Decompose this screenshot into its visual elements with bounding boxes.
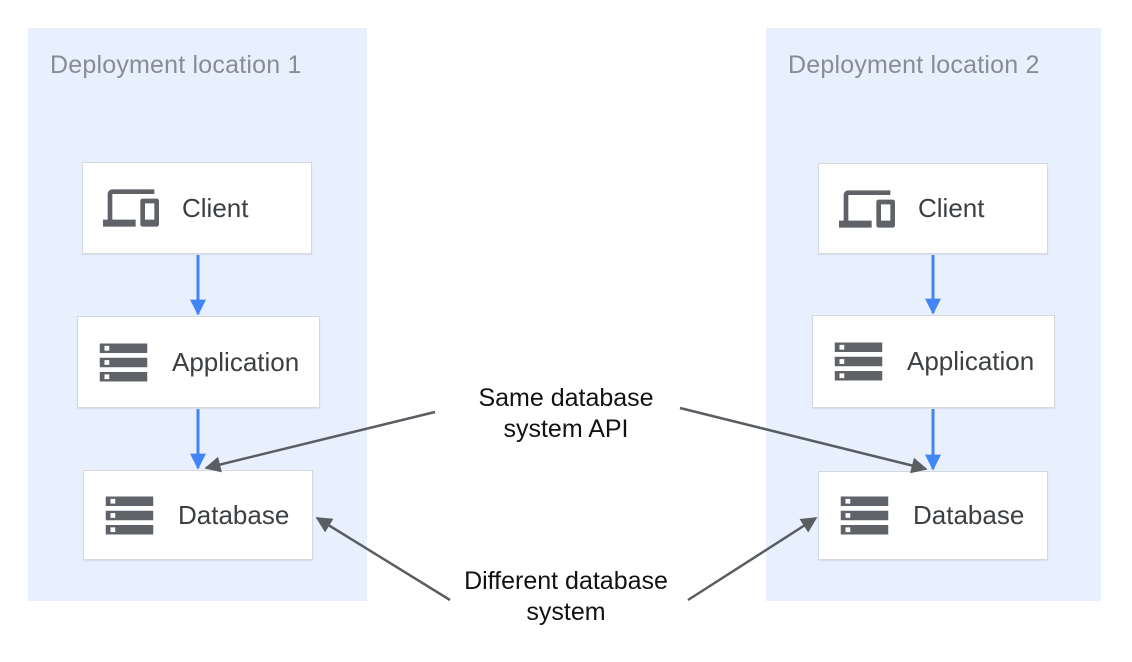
node-database-1: Database: [83, 470, 313, 560]
node-client-1: Client: [82, 162, 312, 254]
annotation-line: Same database: [478, 384, 654, 412]
annotation-line: system API: [503, 415, 629, 443]
annotation-same-db-api: Same database system API: [416, 383, 716, 445]
devices-icon: [836, 181, 898, 237]
storage-icon: [836, 487, 893, 544]
node-database-2: Database: [818, 471, 1048, 560]
storage-icon: [95, 334, 152, 391]
panel-title-location-1: Deployment location 1: [50, 51, 302, 79]
node-label: Database: [178, 499, 290, 530]
node-label: Client: [918, 193, 985, 223]
devices-icon: [100, 180, 162, 236]
annotation-different-db: Different database system: [416, 566, 716, 628]
annotation-line: Different database: [464, 567, 668, 595]
node-client-2: Client: [818, 163, 1048, 254]
panel-title-location-2: Deployment location 2: [788, 51, 1040, 79]
annotation-line: system: [526, 598, 606, 626]
node-label: Database: [913, 500, 1025, 530]
node-label: Client: [182, 192, 249, 223]
storage-icon: [830, 333, 887, 390]
node-label: Application: [172, 346, 300, 377]
node-application-2: Application: [812, 315, 1055, 408]
node-application-1: Application: [77, 316, 320, 408]
node-label: Application: [907, 346, 1035, 376]
storage-icon: [101, 487, 158, 544]
